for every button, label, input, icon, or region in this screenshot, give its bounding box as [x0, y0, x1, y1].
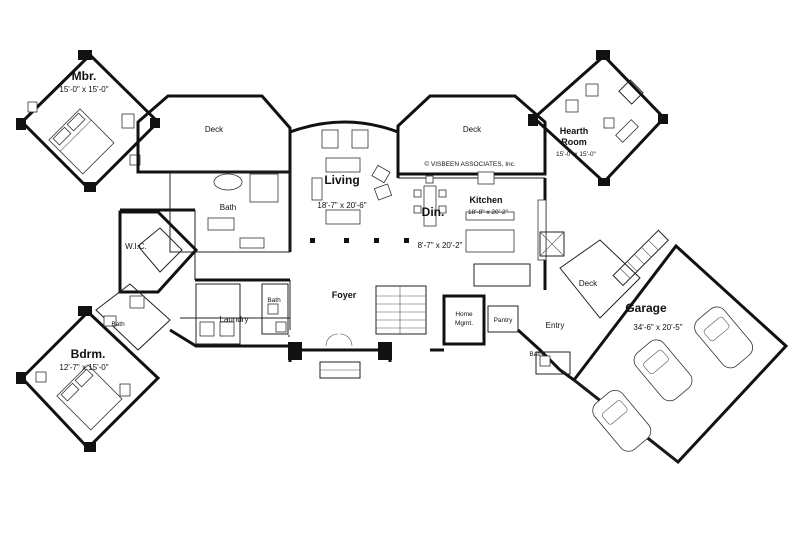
small-bath-label: Bath — [267, 297, 281, 304]
labels: Mbr. 15'-0" x 15'-0" Deck Deck Hearth Ro… — [59, 69, 682, 372]
wic-label: W.I.C. — [125, 242, 147, 251]
garage — [571, 229, 789, 465]
deck-center-label: Deck — [463, 125, 482, 134]
hearth-dims: 15'-0" x 15'-0" — [556, 151, 597, 158]
bedroom-bath — [95, 283, 171, 351]
foyer-label: Foyer — [332, 290, 357, 300]
living-name: Living — [324, 173, 359, 187]
copyright: © VISBEEN ASSOCIATES, Inc. — [424, 160, 516, 168]
bdrm-dims: 12'-7" x 15'-0" — [59, 363, 108, 372]
master-bath — [169, 171, 291, 253]
deck-left-label: Deck — [205, 125, 224, 134]
entry-area — [516, 231, 575, 382]
walk-in-closet — [118, 210, 199, 294]
entry-label: Entry — [546, 321, 565, 330]
bdrm-name: Bdrm. — [71, 347, 106, 361]
mbr-name: Mbr. — [72, 69, 97, 83]
service-row — [169, 283, 519, 379]
dining-name: Din. — [422, 205, 445, 219]
pantry-label: Pantry — [494, 317, 514, 324]
bedroom-2 — [16, 306, 161, 452]
master-bath-label: Bath — [220, 203, 236, 212]
hearth-name-2: Room — [561, 137, 587, 147]
hearth-name-1: Hearth — [560, 126, 589, 136]
deck-right — [559, 239, 641, 319]
garage-name: Garage — [625, 301, 667, 315]
kitchen-dims: 18'-8" x 20'-2" — [468, 209, 509, 216]
dining-dims: 8'-7" x 20'-2" — [418, 241, 463, 250]
home-mgmt-2: Mgmt. — [455, 320, 473, 327]
master-bedroom — [16, 50, 161, 193]
mbr-dims: 15'-0" x 15'-0" — [59, 85, 108, 94]
living-dims: 18'-7" x 20'-6" — [317, 201, 366, 210]
entry-bath-label: Bath — [529, 351, 543, 358]
laundry-label: Laundry — [220, 315, 249, 324]
home-mgmt-1: Home — [455, 311, 473, 318]
garage-dims: 34'-6" x 20'-5" — [633, 323, 682, 332]
deck-left — [136, 94, 292, 174]
deck-right-label: Deck — [579, 279, 598, 288]
hearth-room — [528, 50, 668, 186]
bdrm-bath-label: Bath — [111, 321, 125, 328]
kitchen-name: Kitchen — [469, 195, 502, 205]
